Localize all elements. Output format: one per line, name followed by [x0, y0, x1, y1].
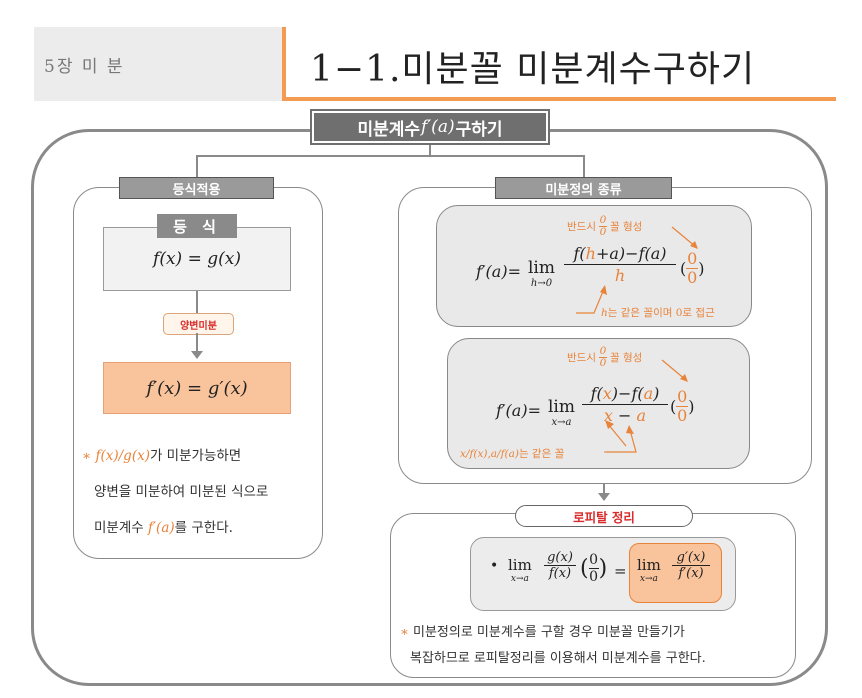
- definition-formula-x: [447, 338, 750, 469]
- formula2-bottom-note: x/f(x),a/f(a)는 같은 꼴: [460, 448, 565, 460]
- identity-note: ∗ f(x)/g(x)가 미분가능하면 양변을 미분하여 미분된 식으로 미분계…: [82, 438, 314, 546]
- differentiate-both-sides-badge: 양변미분: [163, 313, 234, 335]
- page-title: 1−1.미분꼴 미분계수구하기: [310, 49, 756, 90]
- identity-note-line-3: 미분계수 f′(a)를 구한다.: [94, 520, 233, 536]
- main-tag-math: f′(a): [421, 117, 455, 137]
- lhopital-note-line-1: ∗ 미분정의로 미분계수를 구할 경우 미분꼴 만들기가: [400, 625, 685, 640]
- chapter-label: 5장 미 분: [44, 57, 125, 77]
- formula2-fraction: f(x)−f(a) x − a: [582, 384, 668, 425]
- formula1-bottom-note: h는 같은 꼴이며 0로 접근: [601, 307, 715, 319]
- formula2-limit: lim x→a: [548, 397, 575, 428]
- formula1-limit: lim h→0: [528, 258, 555, 289]
- connector-stem: [429, 140, 431, 156]
- arrow-down-icon: [598, 493, 610, 501]
- lhopital-equals: =: [614, 562, 627, 580]
- identity-note-line-2: 양변을 미분하여 미분된 식으로: [94, 484, 269, 500]
- flow-line-3: [603, 484, 605, 494]
- lhopital-rhs-fraction: g′(x) f′(x): [672, 550, 710, 581]
- formula1-arrow-icon: [671, 226, 698, 249]
- lhopital-tag: 로피탈 정리: [515, 505, 693, 527]
- formula2-bottom-arrow-left-icon: [605, 420, 627, 447]
- title-divider-vertical: [282, 27, 286, 101]
- lhopital-result-highlight: [629, 543, 722, 603]
- main-tag-suffix: 구하기: [455, 119, 503, 140]
- main-topic-tag: 미분계수 f′(a) 구하기: [310, 109, 550, 145]
- formula2-top-note: 반드시 0 0 꼴 형성: [567, 345, 643, 369]
- formula1-fraction: f(h+a)−f(a) h: [564, 244, 676, 285]
- identity-box-tag: 등 식: [157, 214, 237, 238]
- formula2-arrow-icon: [661, 359, 688, 382]
- formula1-zero-over-zero: ( 0 0 ): [680, 249, 705, 287]
- connector-right: [583, 155, 585, 179]
- derivative-result-box: f′(x) = g′(x): [103, 362, 291, 414]
- flow-line-1: [196, 291, 198, 313]
- title-underline: [282, 97, 836, 101]
- definition-formula-h: [436, 205, 752, 327]
- formula2-zero-over-zero: ( 0 0 ): [670, 387, 695, 425]
- flow-line-2: [196, 333, 198, 353]
- arrow-down-icon: [191, 351, 203, 359]
- main-tag-prefix: 미분계수: [357, 119, 421, 140]
- connector-left: [196, 155, 198, 179]
- connector-top: [196, 155, 584, 157]
- identity-note-line-1: ∗ f(x)/g(x)가 미분가능하면: [82, 448, 242, 464]
- definition-panel-tag: 미분정의 종류: [495, 177, 672, 199]
- chapter-banner: [34, 27, 284, 101]
- lhopital-lhs-fraction: g(x) f(x): [544, 550, 576, 581]
- lhopital-limit-right: lim x→a: [637, 556, 661, 584]
- formula1-lhs: f′(a)=: [476, 262, 521, 281]
- identity-equation: f(x) = g(x): [153, 249, 241, 269]
- lhopital-bullet: •: [490, 558, 499, 574]
- formula2-bottom-arrows-icon: [604, 425, 637, 453]
- lhopital-note: ∗ 미분정의로 미분계수를 구할 경우 미분꼴 만들기가 복잡하므로 로피탈정리…: [400, 620, 790, 672]
- formula2-lhs: f′(a)=: [496, 401, 541, 420]
- formula1-top-note: 반드시 0 0 꼴 형성: [567, 214, 643, 238]
- lhopital-limit-left: lim x→a: [508, 556, 532, 584]
- lhopital-note-line-2: 복잡하므로 로피탈정리를 이용해서 미분계수를 구한다.: [410, 651, 706, 666]
- lhopital-zero-over-zero: ( 0 0 ): [580, 552, 608, 585]
- derivative-result: f′(x) = g′(x): [146, 377, 248, 399]
- formula1-bottom-arrow-icon: [576, 285, 607, 314]
- identity-panel-tag: 등식적용: [119, 177, 274, 199]
